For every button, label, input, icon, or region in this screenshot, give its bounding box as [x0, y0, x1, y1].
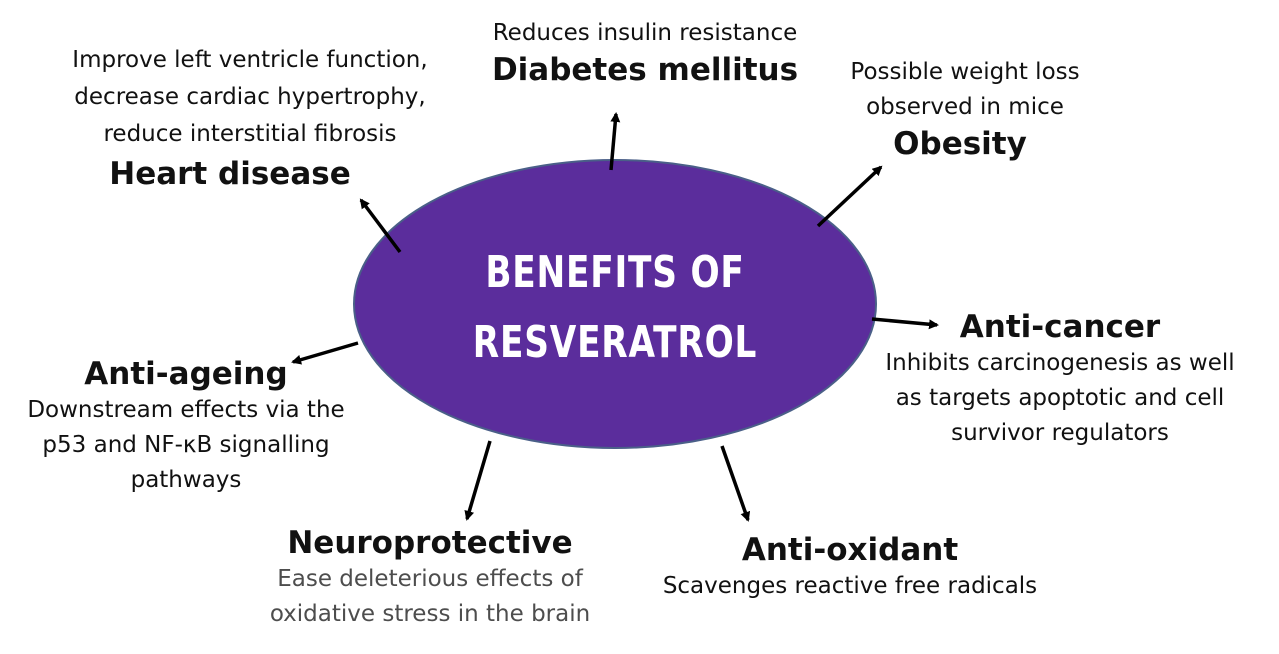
- anticancer-heading: Anti-cancer: [959, 309, 1161, 345]
- ageing-desc-line-3: pathways: [130, 467, 242, 493]
- node-anti-oxidant: Anti-oxidant Scavenges reactive free rad…: [640, 531, 1060, 604]
- node-heart-disease: Improve left ventricle function, decreas…: [40, 42, 460, 193]
- obesity-heading: Obesity: [893, 126, 1027, 162]
- center-title-line-2: RESVERATROL: [472, 317, 758, 368]
- ageing-desc-line-1: Downstream effects via the: [27, 397, 345, 423]
- anticancer-desc-line-1: Inhibits carcinogenesis as well: [885, 350, 1235, 376]
- diabetes-heading: Diabetes mellitus: [491, 52, 799, 88]
- diabetes-desc-line-1: Reduces insulin resistance: [492, 20, 798, 46]
- ageing-heading: Anti-ageing: [84, 356, 288, 392]
- heart-desc-line-1: Improve left ventricle function,: [72, 47, 428, 73]
- obesity-desc-line-2: observed in mice: [866, 94, 1064, 120]
- node-obesity: Possible weight loss observed in mice Ob…: [810, 55, 1120, 163]
- neuro-heading: Neuroprotective: [287, 525, 573, 561]
- node-neuroprotective: Neuroprotective Ease deleterious effects…: [240, 524, 620, 632]
- oxidant-heading: Anti-oxidant: [741, 532, 959, 568]
- arrow-obesity: [816, 165, 883, 228]
- oxidant-desc-line-1: Scavenges reactive free radicals: [662, 573, 1038, 599]
- arrow-diabetes: [609, 112, 621, 171]
- obesity-desc-line-1: Possible weight loss: [850, 59, 1080, 85]
- heart-desc-line-2: decrease cardiac hypertrophy,: [74, 84, 426, 110]
- neuro-desc-line-1: Ease deleterious effects of: [277, 566, 583, 592]
- heart-heading: Heart disease: [109, 156, 351, 192]
- arrow-oxidant: [720, 445, 751, 522]
- arrow-ageing: [291, 341, 359, 365]
- center-title: BENEFITS OF RESVERATROL: [416, 238, 814, 378]
- arrow-neuro: [464, 440, 492, 521]
- arrow-anticancer: [871, 317, 939, 330]
- neuro-desc-line-2: oxidative stress in the brain: [269, 601, 591, 627]
- center-title-line-1: BENEFITS OF: [485, 247, 745, 298]
- heart-desc-line-3: reduce interstitial fibrosis: [103, 121, 397, 147]
- center-ellipse: [353, 159, 877, 449]
- anticancer-desc-line-2: as targets apoptotic and cell: [895, 385, 1225, 411]
- node-anti-ageing: Anti-ageing Downstream effects via the p…: [0, 355, 372, 498]
- node-diabetes-mellitus: Reduces insulin resistance Diabetes mell…: [460, 16, 830, 89]
- arrow-heart: [359, 198, 402, 254]
- ageing-desc-line-2: p53 and NF-κB signalling: [42, 432, 330, 458]
- node-anti-cancer: Anti-cancer Inhibits carcinogenesis as w…: [850, 308, 1270, 451]
- anticancer-desc-line-3: survivor regulators: [951, 420, 1169, 446]
